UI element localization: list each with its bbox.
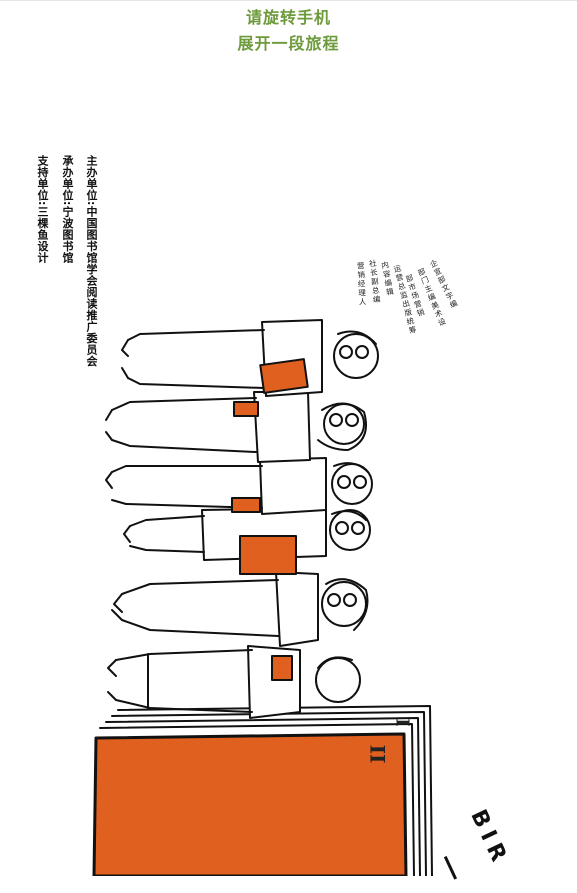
top-divider	[0, 0, 577, 1]
person-3	[123, 507, 371, 575]
book-pages	[99, 705, 433, 876]
organizer-credit: 承办单位:宁波图书馆	[61, 155, 74, 264]
person-4	[105, 457, 373, 515]
volume-back-label: I	[391, 718, 413, 727]
person-1	[107, 645, 361, 719]
support-credit: 支持单位:三棵鱼设计	[36, 155, 49, 264]
rotate-hint-title: 请旋转手机	[245, 8, 331, 27]
volume-front-label: II	[365, 744, 390, 764]
person-5	[105, 391, 367, 463]
book-cover	[92, 732, 408, 876]
person-2	[111, 571, 369, 647]
person-6	[121, 319, 379, 397]
host-credit: 主办单位:中国图书馆学会阅读推广委员会	[85, 155, 98, 367]
rotate-hint-subtitle: 展开一段旅程	[237, 34, 340, 53]
